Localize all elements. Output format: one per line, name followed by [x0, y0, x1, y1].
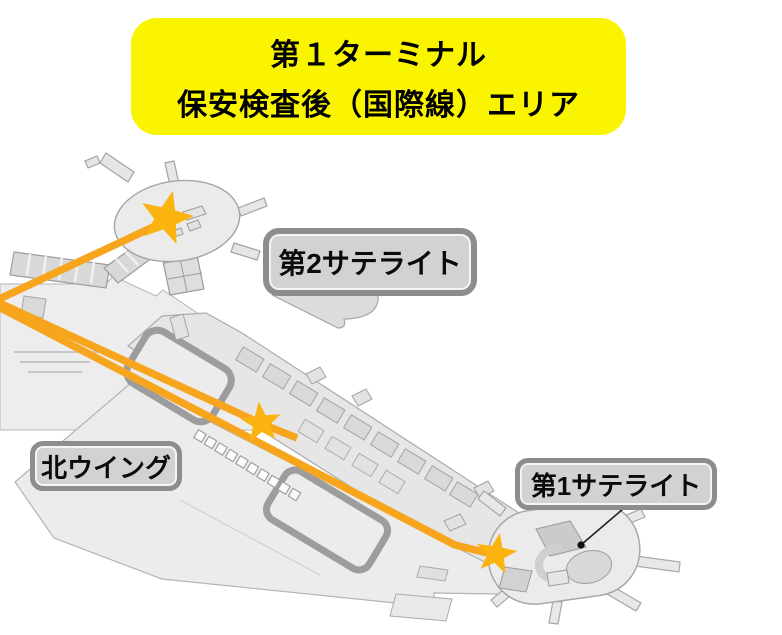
satellite1-star-icon [477, 532, 518, 574]
satellite1-inner-rooms [535, 520, 613, 587]
route-line-satellite2 [0, 216, 299, 442]
shop-row-lower [297, 418, 406, 495]
label-north-wing: 北ウイング [30, 441, 182, 491]
gate-piers-band [169, 313, 495, 532]
stand-diamond [498, 566, 533, 593]
title-banner: 第１ターミナル 保安検査後（国際線）エリア [131, 18, 626, 135]
north-wing-star-icon [239, 401, 281, 442]
label-satellite2: 第2サテライト [263, 228, 477, 296]
label-tail-shape [271, 294, 379, 329]
star-markers [142, 190, 518, 574]
route-line-satellite1 [0, 303, 493, 558]
route-path [0, 216, 493, 558]
loop-corridor-lower [262, 466, 392, 574]
banner-line-2: 保安検査後（国際線）エリア [177, 88, 580, 122]
shop-row [234, 346, 479, 508]
label-satellite1: 第1サテライト [515, 458, 717, 510]
banner-line-1: 第１ターミナル [270, 38, 487, 72]
gate-piers-satellite2 [84, 152, 268, 261]
moving-walkway [193, 429, 302, 502]
satellite2-star-icon [142, 190, 194, 244]
label-pointer [577, 508, 624, 549]
